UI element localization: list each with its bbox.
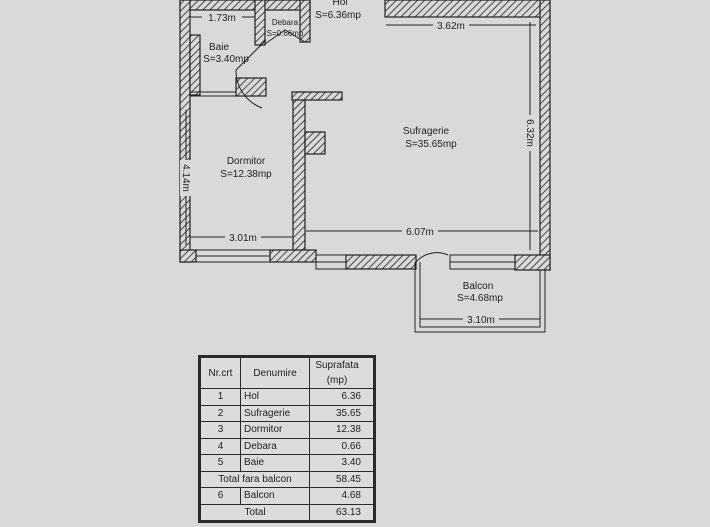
total-label: Total: [200, 503, 310, 521]
wall-left: [179, 0, 191, 263]
cell-name: Debara: [240, 437, 310, 455]
room-area-debara: S=0.66mp: [267, 29, 304, 38]
cell-area: 4.68: [309, 487, 374, 505]
header-name: Denumire: [240, 357, 310, 389]
dim-dormitor-height: 4.14m: [180, 164, 191, 192]
wall-bath-bottom: [235, 77, 267, 97]
dim-balcon-width: 3.10m: [467, 315, 495, 326]
cell-name: Hol: [240, 388, 310, 406]
total-value: 63.13: [309, 503, 374, 521]
cell-nr: 4: [200, 437, 241, 455]
cell-nr: 6: [200, 487, 241, 505]
wall-bottom-right: [514, 254, 551, 271]
cell-area: 35.65: [309, 404, 374, 422]
cell-area: 6.36: [309, 388, 374, 406]
subtotal-value: 58.45: [309, 470, 374, 488]
cell-name: Baie: [240, 454, 310, 472]
wall-bath-debara: [254, 0, 266, 46]
cell-nr: 2: [200, 404, 241, 422]
subtotal-label: Total fara balcon: [200, 470, 310, 488]
cell-area: 3.40: [309, 454, 374, 472]
cell-name: Dormitor: [240, 421, 310, 439]
wall-top-living: [384, 0, 551, 18]
header-nr: Nr.crt: [200, 357, 241, 389]
dim-sufragerie-top: 3.62m: [437, 21, 465, 32]
room-name-sufragerie: Sufragerie: [403, 126, 450, 137]
cell-nr: 5: [200, 454, 241, 472]
room-name-debara: Debara: [272, 18, 299, 27]
room-area-hol: S=6.36mp: [315, 10, 361, 21]
room-name-balcon: Balcon: [463, 281, 494, 292]
cell-name: Balcon: [240, 487, 310, 505]
dim-baie-width: 1.73m: [208, 13, 236, 24]
balcony-outline: [414, 262, 546, 333]
dim-sufragerie-height: 6.32m: [524, 119, 535, 147]
wall-partition-top: [291, 91, 343, 101]
room-name-dormitor: Dormitor: [227, 156, 266, 167]
cell-area: 12.38: [309, 421, 374, 439]
wall-bottom-mid: [269, 249, 317, 263]
wall-bottom-left: [179, 249, 197, 263]
pillar: [304, 131, 326, 155]
wall-bedroom-partition: [292, 91, 306, 261]
door-debara: [264, 29, 306, 45]
dimensions: 1.73m 3.62m 6.32m 4.14m 3.01m 6.07m 3.10…: [180, 12, 536, 326]
dim-dormitor-width: 3.01m: [229, 233, 257, 244]
room-area-sufragerie: S=35.65mp: [405, 139, 457, 150]
wall-right: [539, 0, 551, 271]
room-labels: Hol S=6.36mp Baie S=3.40mp Debara S=0.66…: [203, 0, 503, 304]
table-header: Nr.crt Denumire Suprafata (mp): [200, 357, 374, 389]
door-bath: [235, 39, 267, 109]
cell-name: Sufragerie: [240, 404, 310, 422]
header-area: Suprafata (mp): [309, 357, 374, 389]
room-name-baie: Baie: [209, 42, 229, 53]
cell-area: 0.66: [309, 437, 374, 455]
cell-nr: 1: [200, 388, 241, 406]
wall-bottom-living: [345, 254, 417, 270]
room-area-dormitor: S=12.38mp: [220, 169, 272, 180]
wall-bath-inner: [189, 34, 201, 96]
walls: [179, 0, 551, 271]
room-name-hol: Hol: [332, 0, 347, 8]
dim-sufragerie-width: 6.07m: [406, 227, 434, 238]
room-area-baie: S=3.40mp: [203, 54, 249, 65]
cell-nr: 3: [200, 421, 241, 439]
room-area-balcon: S=4.68mp: [457, 293, 503, 304]
door-balcony: [415, 252, 449, 263]
wall-top-bath: [179, 0, 311, 11]
